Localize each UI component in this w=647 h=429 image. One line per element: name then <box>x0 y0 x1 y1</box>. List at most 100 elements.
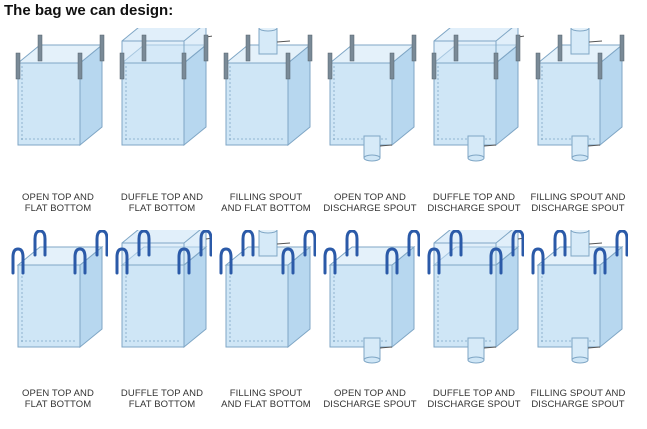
tie-cord <box>276 40 291 43</box>
caption-line: DUFFLE TOP AND <box>432 388 516 399</box>
lifting-loop <box>431 52 437 80</box>
bag-front-face <box>225 264 289 348</box>
lifting-loop <box>37 34 43 62</box>
discharge-spout-rim <box>571 154 589 162</box>
lifting-loop <box>345 230 359 257</box>
lifting-loop <box>137 230 151 257</box>
lifting-loop <box>323 247 337 275</box>
bag-illustration <box>119 28 212 147</box>
lifting-loop <box>535 52 541 80</box>
bag-body <box>11 230 108 349</box>
lifting-loop <box>389 52 395 80</box>
lifting-loop <box>281 247 295 275</box>
caption-line: AND FLAT BOTTOM <box>221 203 311 214</box>
bag-illustration <box>11 230 108 349</box>
caption-line: DUFFLE TOP AND <box>120 388 204 399</box>
lifting-loop <box>285 52 291 80</box>
filling-spout-rim <box>258 230 278 234</box>
bag-body <box>15 34 105 147</box>
lifting-loop <box>223 52 229 80</box>
filling-spout-rim <box>258 28 278 32</box>
lifting-loop <box>327 52 333 80</box>
caption-line: OPEN TOP AND <box>22 192 94 203</box>
lifting-loop <box>203 34 209 62</box>
filling-spout-rim <box>570 28 590 32</box>
caption-line: DISCHARGE SPOUT <box>323 399 417 410</box>
caption-line: OPEN TOP AND <box>334 192 406 203</box>
bag-front-face <box>537 264 601 348</box>
bag-body <box>327 34 417 162</box>
tie-cord <box>587 144 601 147</box>
bag-front-face <box>17 264 81 348</box>
caption-line: FILLING SPOUT <box>229 192 303 203</box>
bag-illustration <box>323 230 420 364</box>
caption-line: AND FLAT BOTTOM <box>221 399 311 410</box>
bag-illustration <box>15 34 105 147</box>
tie-cord <box>517 237 524 240</box>
lifting-loop <box>99 34 105 62</box>
filling-spout <box>258 230 278 257</box>
lifting-loop <box>141 34 147 62</box>
bag-front-face <box>121 62 185 146</box>
caption-line: DISCHARGE SPOUT <box>427 203 521 214</box>
lifting-loop <box>303 230 316 257</box>
tie-cord <box>483 144 497 147</box>
lifting-loop <box>33 230 47 257</box>
filling-spout-rim <box>570 230 590 234</box>
discharge-spout-rim <box>363 154 381 162</box>
bag-front-face <box>329 264 393 348</box>
caption-line: FILLING SPOUT AND <box>530 192 626 203</box>
lifting-loop <box>385 247 399 275</box>
lifting-loop <box>95 230 108 257</box>
bag-body <box>427 230 524 364</box>
tie-cord <box>205 237 212 240</box>
tie-cord <box>588 242 603 245</box>
lifting-loop <box>593 247 607 275</box>
lifting-loop <box>11 247 25 275</box>
bag-body <box>223 28 313 147</box>
bag-illustration <box>535 28 625 162</box>
bag-front-face <box>17 62 81 146</box>
caption-line: DUFFLE TOP AND <box>432 192 516 203</box>
lifting-loop <box>619 34 625 62</box>
caption-line: FLAT BOTTOM <box>24 203 92 214</box>
lifting-loop <box>115 247 129 275</box>
tie-cord <box>379 144 393 147</box>
lifting-loop <box>615 230 628 257</box>
page-title: The bag we can design: <box>4 2 174 19</box>
lifting-loop <box>515 34 521 62</box>
lifting-loop <box>177 247 191 275</box>
bag-body <box>531 230 628 364</box>
lifting-loop <box>557 34 563 62</box>
bag-body <box>323 230 420 364</box>
caption-line: FLAT BOTTOM <box>24 399 92 410</box>
lifting-loop <box>449 230 463 257</box>
bag-illustration <box>531 230 628 364</box>
lifting-loop <box>241 230 255 257</box>
bag-illustration <box>115 230 212 349</box>
lifting-loop <box>489 247 503 275</box>
lifting-loop <box>219 247 233 275</box>
caption-line: DISCHARGE SPOUT <box>531 203 625 214</box>
lifting-loop <box>77 52 83 80</box>
filling-spout <box>570 28 590 55</box>
bag-illustration <box>219 230 316 349</box>
